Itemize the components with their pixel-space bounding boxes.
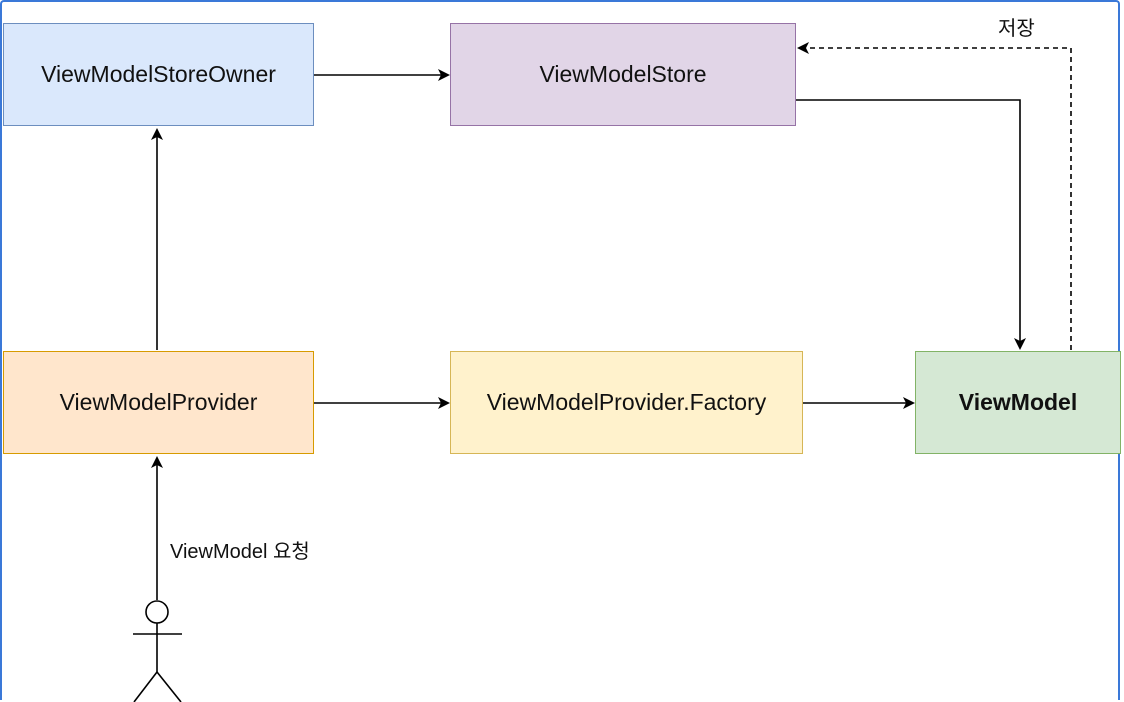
node-viewmodel-provider: ViewModelProvider — [3, 351, 314, 454]
node-label: ViewModelProvider — [59, 389, 258, 415]
node-viewmodel-store-owner: ViewModelStoreOwner — [3, 23, 314, 126]
node-label: ViewModelStore — [539, 61, 707, 87]
edge-label-save: 저장 — [998, 18, 1035, 40]
actor-icon — [133, 600, 182, 702]
node-viewmodel-provider-factory: ViewModelProvider.Factory — [450, 351, 803, 454]
node-label: ViewModelProvider.Factory — [486, 389, 767, 415]
node-viewmodel-store: ViewModelStore — [450, 23, 796, 126]
node-viewmodel: ViewModel — [915, 351, 1121, 454]
node-label: ViewModel — [958, 389, 1078, 415]
edge-label-request: ViewModel 요청 — [170, 541, 310, 563]
node-label: ViewModelStoreOwner — [41, 61, 276, 87]
edge-viewmodel-save-to-store — [797, 42, 1072, 350]
edge-store-to-viewmodel — [796, 99, 1026, 350]
